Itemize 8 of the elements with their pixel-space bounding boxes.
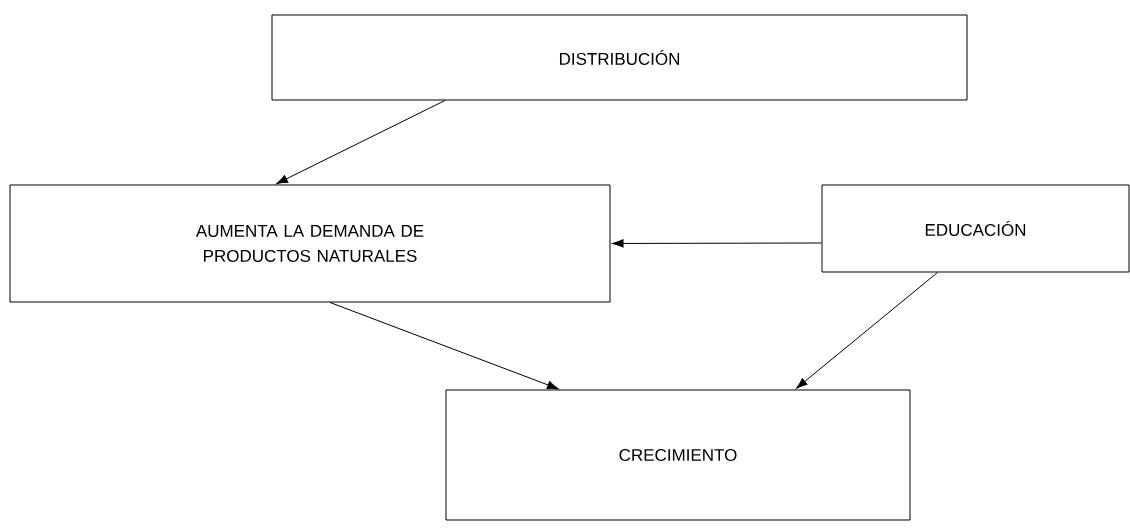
process-box: CRECIMIENTO — [445, 389, 911, 521]
process-box: DISTRIBUCIÓN — [271, 14, 968, 101]
process-box: EDUCACIÓN — [821, 184, 1130, 273]
arrow — [329, 302, 559, 390]
arrow — [276, 100, 446, 184]
arrow — [612, 239, 822, 248]
process-box: AUMENTA LA DEMANDA DE PRODUCTOS NATURALES — [9, 184, 611, 303]
arrow — [796, 272, 938, 389]
